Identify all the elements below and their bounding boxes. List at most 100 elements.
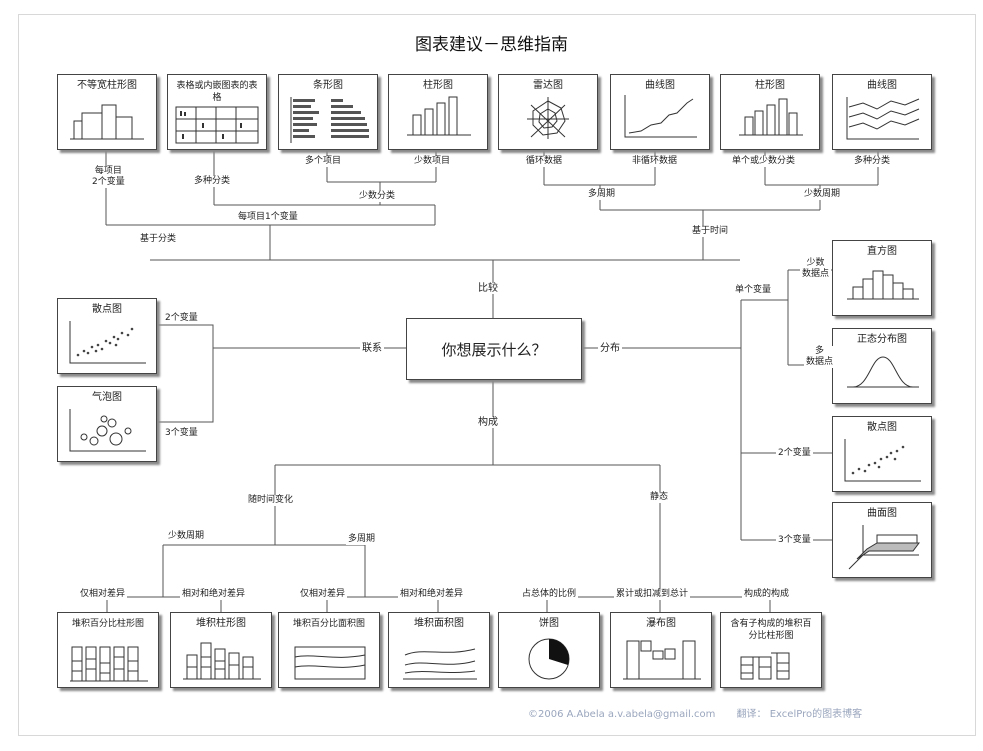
column-chart-icon — [407, 96, 471, 136]
label-comp-many-periods: 多周期 — [346, 534, 378, 545]
label-few-items: 少数项目 — [412, 156, 453, 167]
label-few-categories: 少数分类 — [357, 191, 398, 202]
label-relative-absolute-2: 相对和绝对差异 — [398, 589, 466, 600]
label-cyclic: 循环数据 — [524, 156, 565, 167]
label-relation-two-vars: 2个变量 — [163, 313, 200, 324]
box-title: 柱形图 — [755, 80, 785, 91]
bubble-chart-icon — [69, 409, 146, 452]
box-title: 曲线图 — [645, 80, 675, 91]
page-title: 图表建议－思维指南 — [415, 35, 568, 55]
center-question: 你想展示什么？ — [406, 318, 582, 380]
label-share-of-total: 占总体的比例 — [520, 589, 579, 600]
box-title: 散点图 — [92, 304, 122, 315]
scatter-plot-icon — [69, 321, 146, 364]
label-single-var: 单个变量 — [733, 285, 774, 296]
box-column-chart-few-items: 柱形图 — [388, 74, 488, 150]
line-chart-icon — [624, 95, 697, 138]
box-title: 雷达图 — [533, 80, 563, 91]
label-comp-few-periods: 少数周期 — [166, 531, 207, 542]
box-title: 堆积柱形图 — [196, 618, 246, 629]
box-title: 不等宽柱形图 — [77, 80, 137, 91]
label-relative-only-1: 仅相对差异 — [78, 589, 128, 600]
label-relation-three-vars: 3个变量 — [163, 428, 200, 439]
box-title: 正态分布图 — [857, 334, 907, 345]
box-title: 饼图 — [539, 618, 559, 629]
branch-composition: 构成 — [476, 417, 500, 428]
stacked-column-icon — [183, 642, 261, 680]
box-radar-chart: 雷达图 — [498, 74, 598, 150]
label-over-time: 基于时间 — [690, 226, 731, 237]
box-title: 曲线图 — [867, 80, 897, 91]
box-stacked-100-area: 堆积百分比面积图 — [278, 612, 380, 688]
multi-line-chart-icon — [846, 97, 920, 140]
box-title: 堆积面积图 — [414, 618, 464, 629]
box-title: 含有子构成的堆积百分比柱形图 — [730, 619, 812, 641]
box-waterfall-chart: 瀑布图 — [610, 612, 712, 688]
stacked-100-column-icon — [70, 646, 148, 682]
label-accumulation: 累计或扣减到总计 — [614, 589, 691, 600]
histogram-icon — [847, 270, 919, 300]
box-title: 气泡图 — [92, 392, 122, 403]
footer-credit: ©2006 A.Abela a.v.abela@gmail.com — [528, 709, 716, 720]
box-title: 瀑布图 — [646, 618, 676, 629]
label-many-items: 多个项目 — [303, 156, 344, 167]
label-noncyclic: 非循环数据 — [630, 156, 680, 167]
label-component-of-components: 构成的构成 — [742, 589, 792, 600]
box-title: 直方图 — [867, 246, 897, 257]
pie-chart-icon — [528, 638, 570, 680]
box-title: 曲面图 — [867, 508, 897, 519]
label-per-item-two-vars: 每项目 2个变量 — [90, 166, 127, 188]
box-scatter-distribution: 散点图 — [832, 416, 932, 492]
branch-distribution: 分布 — [598, 343, 622, 354]
label-among-items: 基于分类 — [138, 234, 179, 245]
waterfall-chart-icon — [623, 640, 701, 680]
box-multi-line-chart: 曲线图 — [832, 74, 932, 150]
stacked-100-subcomponents-icon — [740, 652, 790, 680]
box-line-chart: 曲线图 — [610, 74, 710, 150]
label-relative-absolute-1: 相对和绝对差异 — [180, 589, 248, 600]
box-surface-chart: 曲面图 — [832, 502, 932, 578]
box-normal-distribution: 正态分布图 — [832, 328, 932, 404]
box-scatter-relation: 散点图 — [57, 298, 157, 374]
box-stacked-100-column: 堆积百分比柱形图 — [57, 612, 159, 688]
box-histogram: 直方图 — [832, 240, 932, 316]
branch-compare: 比较 — [476, 283, 500, 294]
table-grid-icon — [175, 106, 259, 144]
bar-chart-icon — [290, 97, 369, 143]
box-bar-chart: 条形图 — [278, 74, 378, 150]
surface-chart-icon — [848, 525, 920, 570]
label-many-categories-2: 多种分类 — [852, 156, 893, 167]
box-column-chart-single: 柱形图 — [720, 74, 820, 150]
label-many-periods: 多周期 — [586, 189, 618, 200]
box-title: 表格或内嵌图表的表格 — [176, 81, 258, 103]
box-title: 堆积百分比面积图 — [292, 619, 365, 629]
stacked-area-icon — [403, 648, 477, 680]
box-pie-chart: 饼图 — [498, 612, 600, 688]
label-few-points: 少数 数据点 — [800, 258, 832, 280]
label-static: 静态 — [648, 492, 671, 503]
stacked-100-area-icon — [294, 646, 366, 680]
label-many-categories: 多种分类 — [192, 176, 233, 187]
footer-credits: ©2006 A.Abela a.v.abela@gmail.com 翻译： Ex… — [528, 705, 880, 720]
label-one-var-per-item: 每项目1个变量 — [236, 212, 300, 223]
box-stacked-area: 堆积面积图 — [388, 612, 490, 688]
box-variable-width-column: 不等宽柱形图 — [57, 74, 157, 150]
variable-width-column-icon — [70, 104, 144, 140]
label-dist-three-vars: 3个变量 — [776, 535, 813, 546]
scatter-plot-icon — [844, 439, 921, 482]
box-title: 条形图 — [313, 80, 343, 91]
label-few-periods: 少数周期 — [802, 189, 843, 200]
label-dist-two-vars: 2个变量 — [776, 448, 813, 459]
branch-relation: 联系 — [360, 343, 384, 354]
column-chart-icon — [739, 98, 803, 136]
box-stacked-100-with-subcomponents: 含有子构成的堆积百分比柱形图 — [720, 612, 822, 688]
box-table-with-charts: 表格或内嵌图表的表格 — [167, 74, 267, 150]
box-title: 散点图 — [867, 422, 897, 433]
box-title: 柱形图 — [423, 80, 453, 91]
bell-curve-icon — [847, 356, 919, 388]
radar-chart-icon — [527, 97, 569, 139]
label-changing-over-time: 随时间变化 — [246, 495, 296, 506]
label-relative-only-2: 仅相对差异 — [298, 589, 348, 600]
box-stacked-column: 堆积柱形图 — [170, 612, 272, 688]
label-single-or-few: 单个或少数分类 — [730, 156, 798, 167]
